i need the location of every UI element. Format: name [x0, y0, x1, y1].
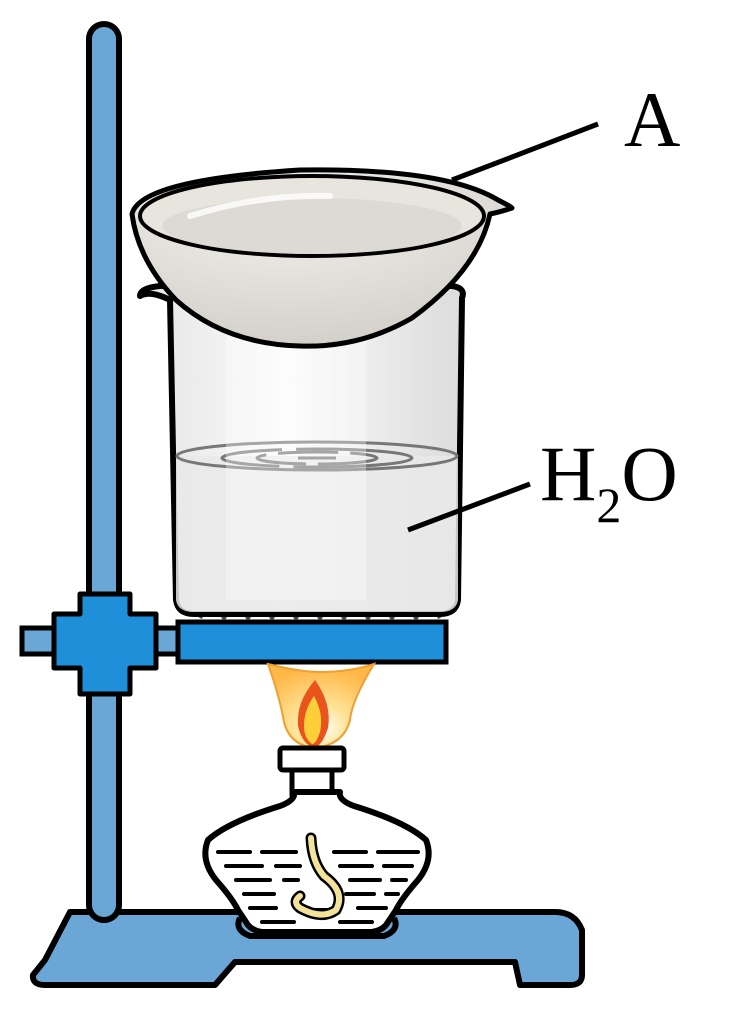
- stand-rod: [86, 21, 122, 923]
- flame: [266, 662, 377, 750]
- boss-head-clamp: [51, 591, 159, 697]
- beaker: [137, 283, 466, 617]
- label-water: H2O: [540, 430, 678, 533]
- evaporating-dish: [129, 167, 515, 349]
- alcohol-lamp: [202, 745, 432, 939]
- label-water-leader: [407, 481, 531, 533]
- stand-base: [29, 909, 585, 988]
- label-a: A: [624, 76, 680, 163]
- label-a-leader: [451, 121, 599, 183]
- ring-support: [175, 619, 449, 665]
- beaker-water: [176, 456, 458, 612]
